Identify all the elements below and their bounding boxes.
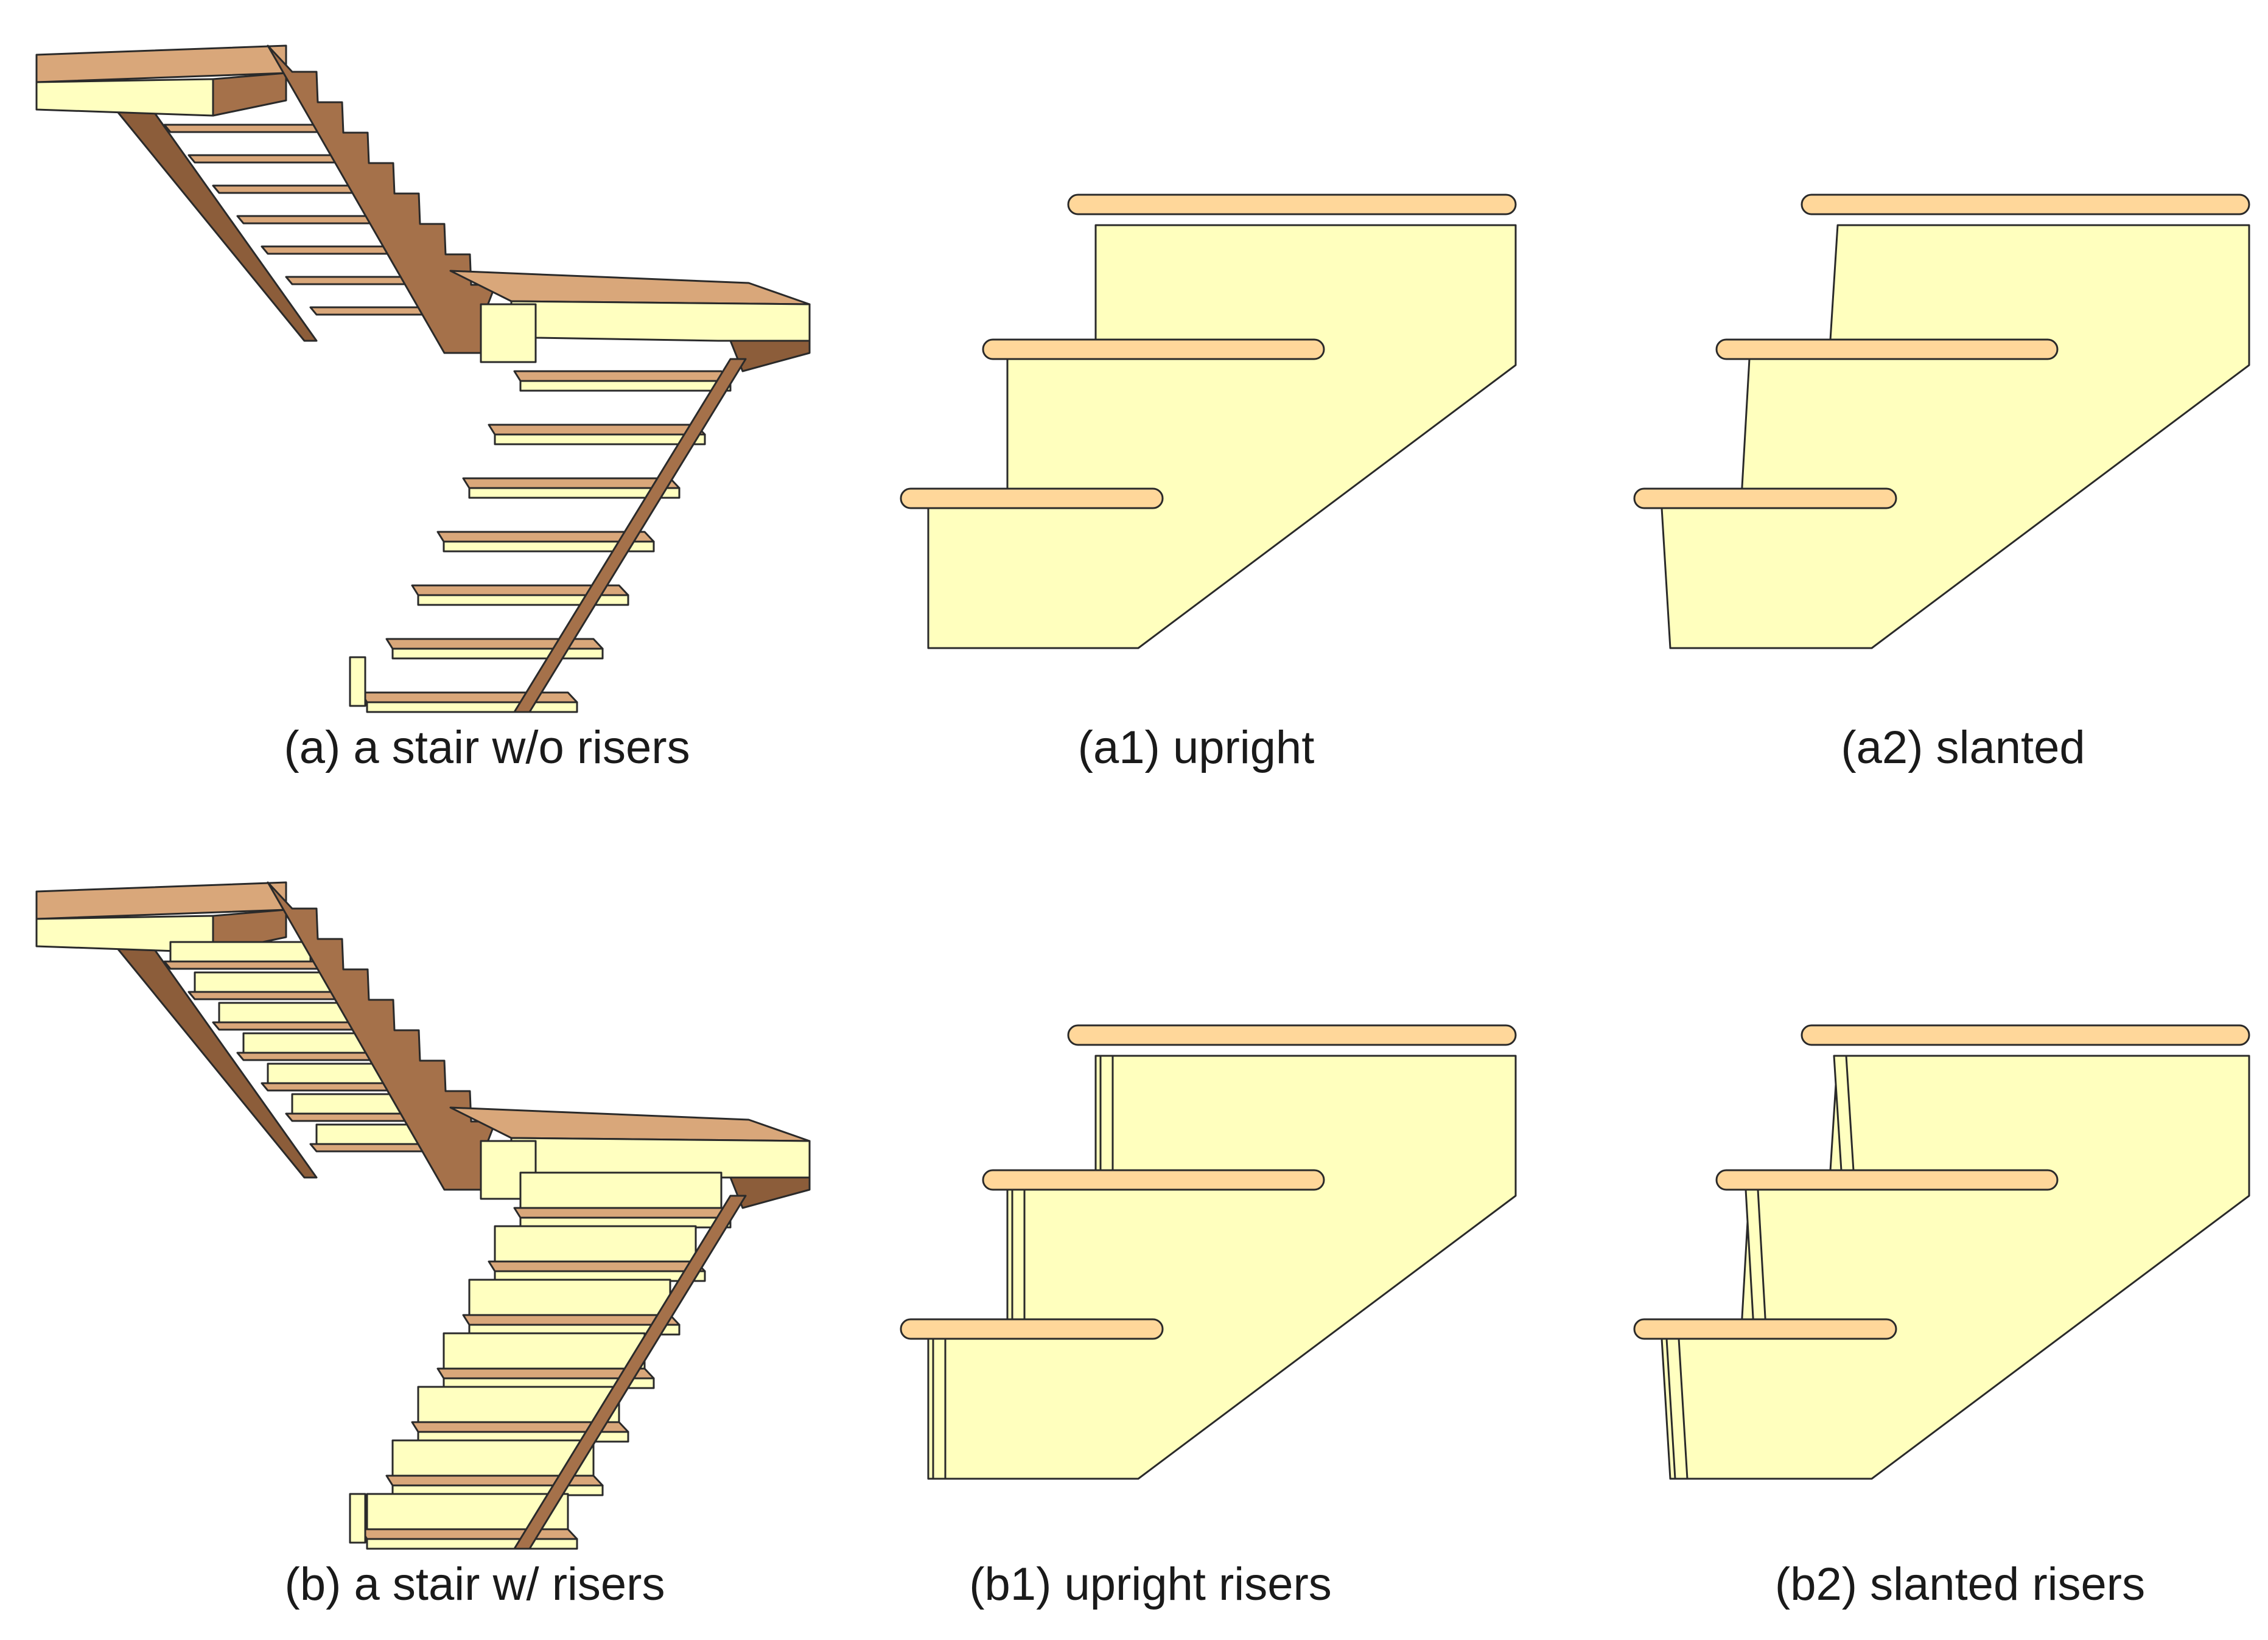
mid-landing-front	[510, 1137, 811, 1179]
tread-with-nosing	[900, 487, 1164, 509]
panel-b2-slanted-risers-section	[1633, 1024, 2250, 1480]
upper-flight-tread	[163, 960, 324, 970]
lower-flight-tread-front	[494, 433, 706, 445]
lower-flight-left-stringer	[349, 656, 366, 707]
panel-a-3d-stair-without-risers	[35, 44, 811, 713]
mid-landing-post	[480, 303, 537, 363]
lower-flight-tread	[488, 424, 706, 436]
mid-landing-side	[729, 340, 811, 372]
upper-landing-front	[35, 78, 214, 117]
panel-b1-upright-risers-section	[900, 1024, 1517, 1480]
tread-with-nosing	[1801, 194, 2250, 215]
panel-a1-upright-section	[900, 194, 1517, 649]
lower-flight-tread-front	[417, 1431, 629, 1443]
upper-flight-tread	[187, 991, 348, 1000]
caption-b: (b) a stair w/ risers	[284, 1558, 665, 1610]
caption-a2: (a2) slanted	[1841, 722, 2085, 773]
tread-with-nosing	[1801, 1024, 2250, 1046]
mid-landing-top	[449, 270, 811, 305]
lower-flight-tread	[513, 370, 732, 382]
lower-flight-riser	[468, 1279, 671, 1316]
tread-with-nosing	[1067, 1024, 1517, 1046]
caption-a1: (a1) upright	[1077, 722, 1315, 773]
panel-a2-slanted-section	[1633, 194, 2250, 649]
lower-flight-tread-front	[468, 487, 681, 499]
tread-with-nosing	[1067, 194, 1517, 215]
mid-landing-side	[729, 1176, 811, 1209]
lower-flight-left-stringer	[349, 1493, 366, 1544]
upper-landing-side	[212, 72, 287, 117]
mid-landing-top	[449, 1106, 811, 1142]
tread-with-nosing	[982, 338, 1325, 360]
lower-flight-tread-front	[443, 540, 655, 553]
upper-flight-tread	[163, 124, 324, 133]
lower-flight-tread-front	[468, 1324, 681, 1336]
tread-with-nosing	[1633, 487, 1897, 509]
mid-landing-front	[510, 300, 811, 342]
upper-flight-tread	[212, 184, 373, 194]
lower-flight-tread	[462, 1314, 681, 1326]
lower-flight-tread	[360, 691, 578, 703]
lower-flight-riser	[443, 1332, 646, 1370]
lower-flight-tread	[488, 1260, 706, 1272]
upper-flight-left-stringer	[114, 108, 318, 342]
caption-b1: (b1) upright risers	[969, 1558, 1332, 1610]
upper-flight-riser	[169, 941, 312, 963]
lower-flight-tread-front	[519, 1216, 732, 1229]
riser-board	[932, 1338, 947, 1480]
lower-flight-tread-front	[494, 1270, 706, 1282]
stair-section-body	[927, 1055, 1517, 1480]
lower-flight-tread-front	[366, 701, 578, 713]
stair-section-body	[1661, 1055, 2250, 1480]
caption-b2: (b2) slanted risers	[1774, 1558, 2146, 1610]
lower-flight-right-stringer	[513, 1195, 747, 1550]
lower-flight-right-stringer	[513, 358, 747, 713]
caption-a: (a) a stair w/o risers	[284, 722, 690, 773]
lower-flight-riser	[417, 1386, 620, 1423]
upper-flight-tread	[212, 1021, 373, 1031]
lower-flight-tread-front	[366, 1538, 578, 1550]
lower-flight-tread-front	[391, 647, 604, 660]
lower-flight-tread-front	[519, 380, 732, 392]
stair-section-body	[1661, 224, 2250, 649]
lower-flight-tread	[513, 1207, 732, 1219]
riser-board	[1011, 1188, 1026, 1340]
upper-flight-riser	[194, 971, 336, 993]
lower-flight-riser	[494, 1225, 697, 1263]
tread-with-nosing	[1715, 1169, 2059, 1191]
tread-with-nosing	[900, 1318, 1164, 1340]
lower-flight-tread-front	[417, 594, 629, 606]
stair-section-body	[927, 224, 1517, 649]
lower-flight-tread	[462, 477, 681, 489]
tread-with-nosing	[1633, 1318, 1897, 1340]
lower-flight-tread	[360, 1528, 578, 1540]
lower-flight-tread-front	[443, 1377, 655, 1389]
tread-with-nosing	[1715, 338, 2059, 360]
panel-b-3d-stair-with-risers	[35, 881, 811, 1550]
upper-flight-tread	[187, 154, 348, 164]
tread-with-nosing	[982, 1169, 1325, 1191]
lower-flight-riser	[519, 1171, 723, 1209]
